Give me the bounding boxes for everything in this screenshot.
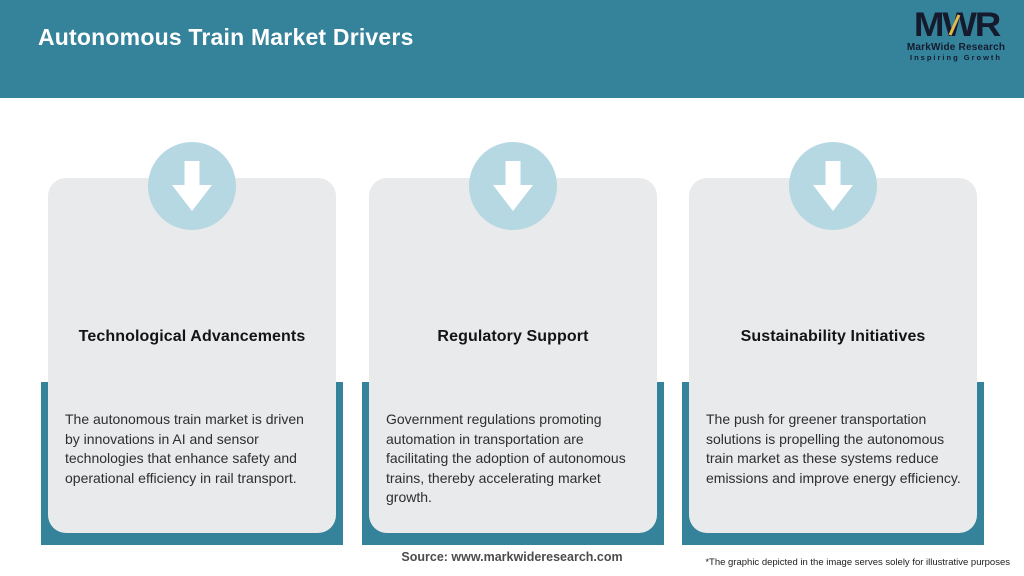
card-title: Sustainability Initiatives — [740, 328, 926, 345]
source-credit: Source: www.markwideresearch.com — [401, 550, 623, 564]
logo-tagline: Inspiring Growth — [910, 53, 1002, 62]
driver-column-regulatory-support: Regulatory Support Government regulation… — [362, 98, 664, 576]
logo-acronym: MWR — [913, 6, 1000, 44]
driver-column-sustainability-initiatives: Sustainability Initiatives The push for … — [682, 98, 984, 576]
card-body-text: The autonomous train market is driven by… — [65, 411, 304, 486]
arrow-down-icon — [469, 142, 557, 230]
driver-card: Sustainability Initiatives The push for … — [689, 178, 977, 533]
markwide-research-logo: MWR MarkWide Research Inspiring Growth — [906, 8, 1006, 63]
drivers-board: Technological Advancements The autonomou… — [0, 98, 1024, 576]
card-title: Regulatory Support — [437, 328, 589, 345]
header-banner: Autonomous Train Market Drivers MWR Mark… — [0, 0, 1024, 98]
arrow-down-icon — [789, 142, 877, 230]
card-body-text: Government regulations promoting automat… — [386, 411, 626, 505]
disclaimer-note: *The graphic depicted in the image serve… — [705, 557, 1010, 568]
logo-name: MarkWide Research — [906, 42, 1006, 53]
driver-card: Regulatory Support Government regulation… — [369, 178, 657, 533]
card-title: Technological Advancements — [78, 328, 306, 345]
card-body-text: The push for greener transportation solu… — [706, 411, 961, 486]
arrow-down-icon — [148, 142, 236, 230]
page-title: Autonomous Train Market Drivers — [38, 24, 414, 50]
driver-card: Technological Advancements The autonomou… — [48, 178, 336, 533]
driver-column-technological-advancements: Technological Advancements The autonomou… — [41, 98, 343, 576]
